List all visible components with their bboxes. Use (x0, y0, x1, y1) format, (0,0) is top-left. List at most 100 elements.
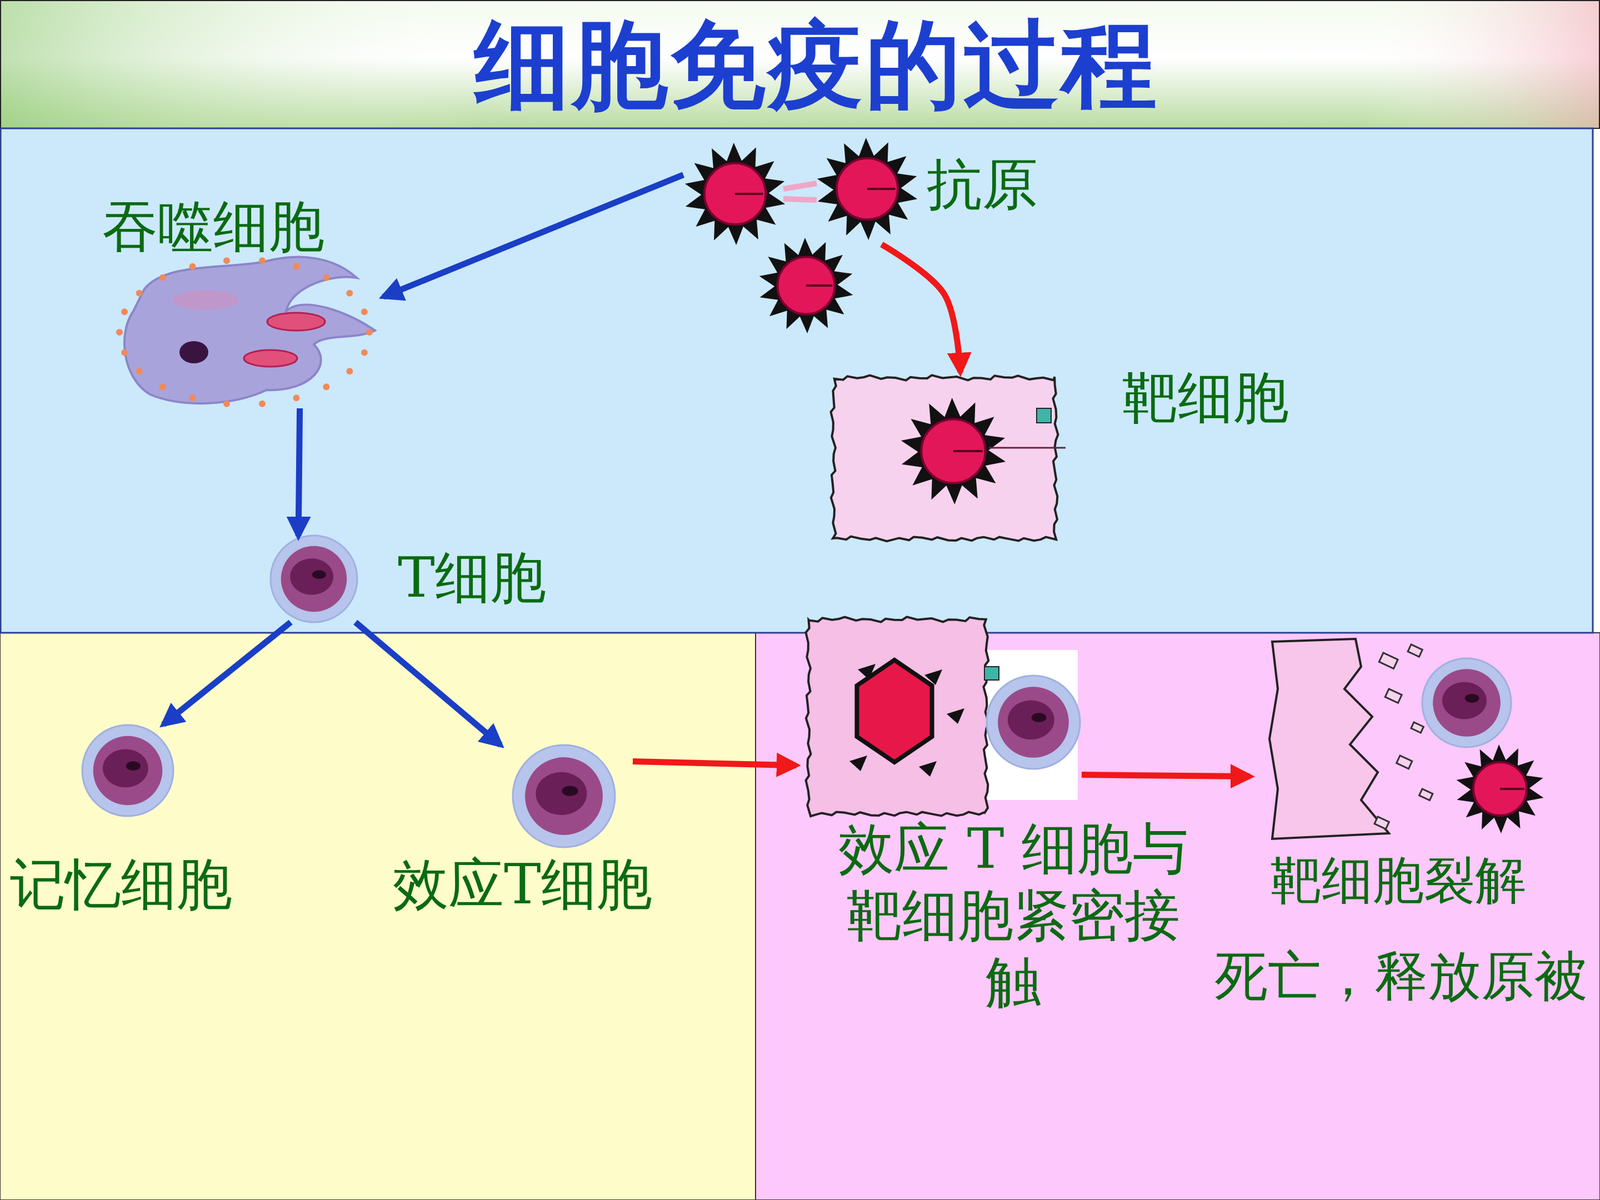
nucleus-shade (126, 761, 141, 771)
cell-body (93, 736, 163, 806)
cell-nucleus (535, 772, 587, 815)
surface-dot (159, 274, 167, 282)
antigen-spike (946, 708, 965, 724)
nucleus-shade (312, 570, 327, 579)
antigen-mark (806, 284, 833, 287)
surface-dot (322, 274, 330, 282)
arrow-connector (881, 244, 961, 373)
cell-fragment (1419, 788, 1433, 801)
cell-node: 效应 T 细胞与靶细胞紧密接触 (796, 607, 1082, 817)
cell-body (1432, 668, 1501, 737)
antigen-spikes (901, 397, 1006, 505)
cell-label: 效应 T 细胞与靶细胞紧密接触 (824, 815, 1203, 1016)
antigen-mark (1500, 787, 1525, 790)
engulfed-antigen (267, 312, 325, 331)
cell-label: 靶细胞 (1122, 364, 1289, 432)
cell-label: 死亡，释放原被 (1214, 944, 1588, 1009)
antigen-body (777, 256, 835, 314)
cell-fragment (1374, 816, 1389, 829)
cell-nucleus (290, 558, 334, 595)
response-panel (0, 632, 756, 1200)
arrow-connector (632, 761, 797, 765)
phagocyte-body (124, 257, 375, 404)
cell-halo (1422, 658, 1512, 748)
antigen-mark (735, 192, 764, 195)
arrow-connector (163, 622, 291, 725)
arrow-connector (355, 622, 501, 745)
antigen-body (1473, 762, 1527, 816)
cell-fragment (1407, 644, 1423, 657)
antigen-body (921, 418, 985, 483)
cell-halo (82, 725, 174, 817)
memory-cell-figure (82, 725, 174, 817)
antigen-spike (849, 755, 868, 772)
surface-dot (189, 263, 197, 270)
t-cell-figure (270, 535, 358, 623)
cell-label: 记忆细胞 (10, 851, 233, 918)
cell-fragment (1411, 722, 1424, 733)
antigen-spikes (685, 142, 785, 245)
cell-body (997, 686, 1069, 758)
cell-node: T细胞 (265, 536, 363, 623)
surface-dot (361, 308, 368, 315)
cell-node: 记忆细胞 (61, 724, 194, 817)
recognition-panel (0, 128, 1593, 633)
antigen-mark (953, 450, 983, 453)
cell-nucleus (102, 748, 149, 788)
antigen-body (836, 158, 898, 220)
cell-label: T细胞 (397, 544, 547, 612)
surface-dot (136, 367, 143, 375)
effect-panel (755, 632, 1600, 1200)
antigen-spikes (759, 237, 854, 334)
antigen-spikes (1456, 744, 1544, 834)
antigen-spikes (817, 137, 918, 240)
cell-node: 效应T细胞 (495, 745, 633, 848)
phagosome (172, 290, 239, 310)
arrow-connector (1081, 775, 1250, 777)
antigen-body (704, 163, 766, 225)
engulfed-antigen (243, 350, 298, 367)
arrow-connector (383, 175, 684, 298)
cell-node: 抗原 (683, 138, 923, 245)
arrow-connector (298, 408, 300, 537)
surface-dot (292, 263, 300, 270)
receptor-mark (1036, 408, 1052, 423)
antigen-spike (918, 761, 937, 777)
phagocyte-figure (116, 257, 375, 408)
surface-dot (136, 290, 143, 297)
cell-halo (512, 745, 615, 848)
antigen-figure (901, 397, 1006, 505)
surface-dot (189, 394, 197, 402)
title: 细胞免疫的过程 (0, 10, 1600, 120)
nucleus-shade (1031, 712, 1047, 723)
contact-target-cell (805, 616, 989, 817)
header-band (0, 0, 1600, 129)
surface-dot (366, 328, 373, 336)
antigen-figure (1456, 744, 1544, 834)
cell-node: 靶细胞裂解死亡，释放原被 (1250, 632, 1547, 848)
effector-t-cell-figure (512, 745, 615, 848)
cell-fragment (1396, 755, 1413, 769)
effector-t-cell-figure (1422, 658, 1512, 748)
antigen-pointer (988, 447, 1066, 449)
antigen-figure (759, 237, 854, 334)
cell-halo (270, 535, 358, 623)
nucleus-shade (1465, 693, 1480, 703)
cell-fragment (1378, 652, 1398, 669)
nucleus-shade (561, 786, 578, 797)
surface-dot (346, 290, 353, 297)
effector-t-cell-figure (986, 675, 1080, 769)
cell-body (525, 757, 603, 835)
surface-dot (121, 349, 128, 357)
header-border (0, 0, 1600, 129)
cell-nucleus (1442, 681, 1487, 719)
surface-dot (292, 394, 300, 402)
cell-node: 吞噬细胞 (122, 255, 384, 409)
cell-fragment (1385, 688, 1402, 703)
receptor-mark (984, 666, 999, 680)
surface-dot (223, 400, 230, 408)
cell-label: 吞噬细胞 (102, 193, 325, 260)
cell-nucleus (1007, 700, 1055, 740)
